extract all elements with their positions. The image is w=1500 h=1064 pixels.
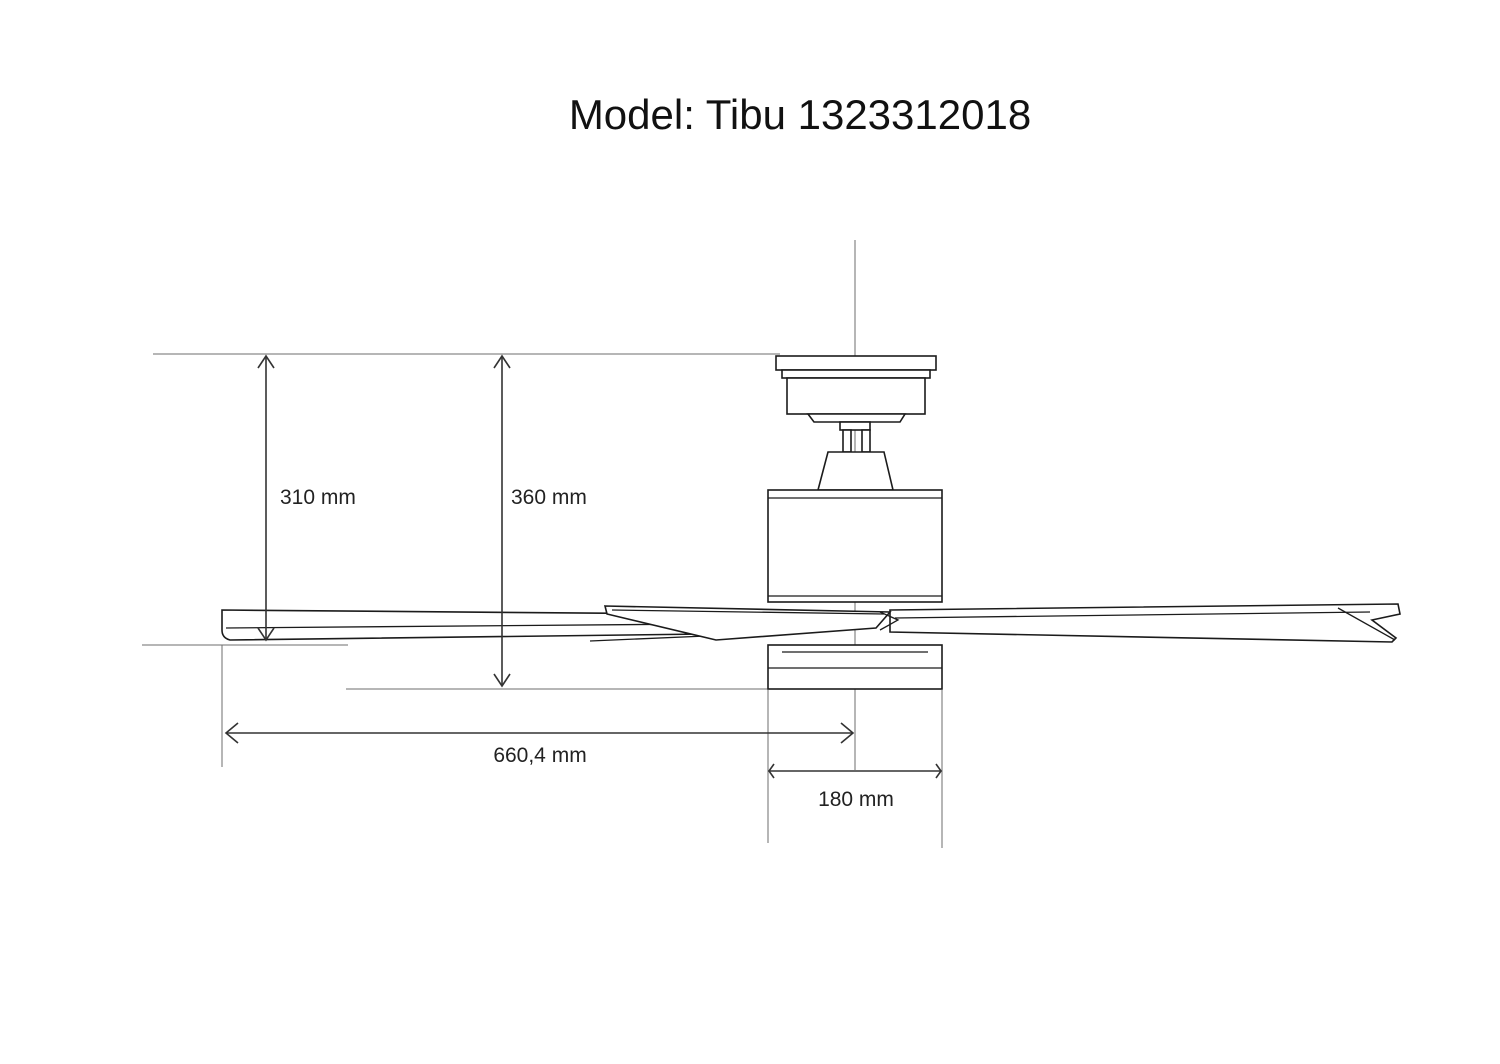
left-blade: [221, 609, 707, 641]
extension-lines: [142, 353, 943, 848]
right-blade-tip-edge: [1337, 607, 1396, 641]
fan-body: [767, 355, 943, 690]
model-title: Model: Tibu 1323312018: [569, 91, 1031, 138]
height-total-label: 360 mm: [511, 486, 587, 509]
motor-cap: [816, 451, 895, 491]
arrow-down-icon: [493, 673, 511, 688]
canopy-body: [786, 377, 926, 415]
downrod-collar: [839, 421, 871, 431]
arrow-left-icon: [768, 763, 775, 779]
height-blade-label: 310 mm: [280, 486, 356, 509]
dimension-height-total: 360 mm: [493, 354, 587, 688]
arrow-up-icon: [257, 354, 275, 369]
downrod-right: [861, 429, 871, 453]
arrow-down-icon: [257, 627, 275, 642]
arrow-up-icon: [493, 354, 511, 369]
canopy-rim: [781, 369, 931, 379]
arrow-right-icon: [935, 763, 942, 779]
blade-bracket: [879, 611, 900, 631]
dimension-body-width: 180 mm: [768, 763, 942, 811]
arrow-right-icon: [840, 722, 855, 744]
left-blade-shadow: [589, 635, 707, 642]
front-blade-edge: [611, 609, 885, 615]
front-blade: [603, 605, 892, 641]
right-blade: [889, 603, 1401, 643]
arrow-left-icon: [224, 722, 239, 744]
front-blade-group: [603, 605, 900, 641]
body-width-label: 180 mm: [818, 788, 894, 811]
fan-blades: [221, 603, 1401, 643]
right-blade-edge: [894, 611, 1371, 619]
canopy-bottom: [806, 413, 907, 423]
downrod-left: [842, 429, 852, 453]
left-blade-edge: [225, 623, 704, 629]
motor-housing: [767, 489, 943, 603]
blade-radius-label: 660,4 mm: [493, 744, 586, 767]
dimension-height-blade: 310 mm: [257, 354, 356, 642]
dimension-blade-radius: 660,4 mm: [224, 722, 855, 767]
canopy-top: [775, 355, 937, 371]
